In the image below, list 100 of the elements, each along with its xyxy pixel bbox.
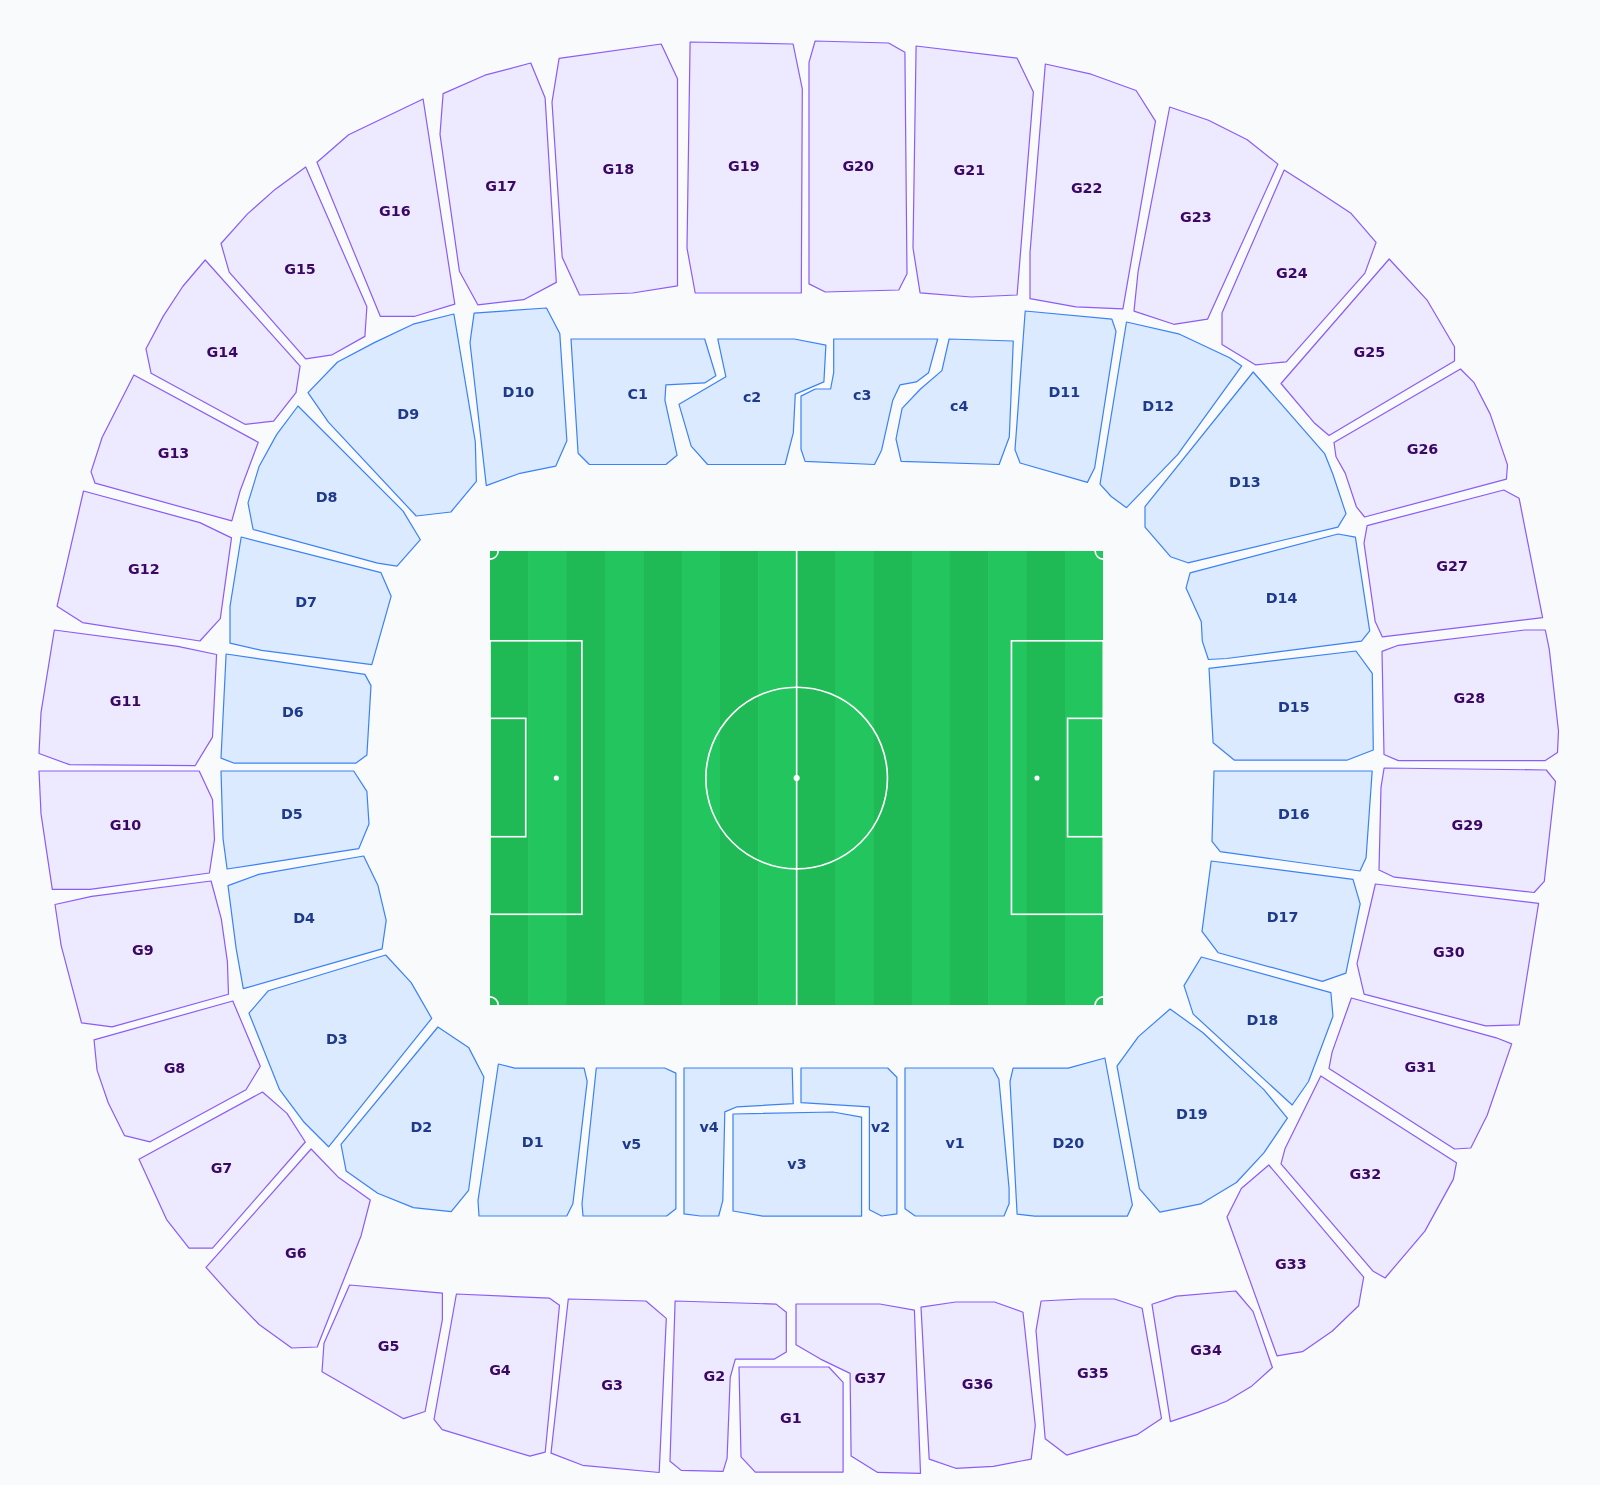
section-label: D6 [281, 705, 304, 720]
seating-section [315, 97, 458, 319]
section-label: G21 [953, 163, 986, 178]
section-label: G13 [157, 445, 190, 461]
seating-section [1376, 766, 1558, 895]
section-label: c4 [950, 398, 969, 414]
seating-section [807, 38, 910, 294]
section-label: G1 [779, 1411, 802, 1426]
section-label: v1 [945, 1135, 965, 1151]
section-label: G27 [1436, 559, 1468, 574]
seating-section [1013, 309, 1119, 485]
section-label: G10 [109, 818, 142, 833]
seating-section [219, 769, 372, 872]
seating-section [1027, 62, 1158, 312]
section-label: G14 [206, 344, 239, 360]
seating-section [437, 61, 559, 308]
section-label: c3 [853, 387, 872, 403]
seating-section [1207, 649, 1376, 763]
section-label: G29 [1451, 818, 1484, 833]
seating-section [903, 1066, 1012, 1219]
section-label: G24 [1276, 266, 1308, 281]
seating-section [911, 43, 1036, 299]
section-label: G9 [132, 942, 154, 958]
seating-section [1150, 1288, 1275, 1424]
section-label: G3 [601, 1377, 623, 1392]
section-label: G30 [1433, 944, 1465, 960]
seating-section [306, 312, 479, 519]
section-label: G33 [1275, 1257, 1307, 1272]
section-label: G35 [1077, 1365, 1109, 1380]
section-label: G22 [1070, 180, 1103, 195]
seating-section [1181, 955, 1335, 1108]
seating-section [53, 878, 231, 1029]
seating-section [1355, 881, 1541, 1028]
section-label: D12 [1142, 398, 1175, 414]
seating-section [136, 1089, 308, 1250]
seating-section [1183, 531, 1372, 662]
section-label: G5 [377, 1338, 400, 1353]
section-label: D3 [325, 1031, 348, 1046]
seating-section [550, 41, 680, 297]
section-label: G8 [163, 1061, 186, 1076]
section-label: c2 [742, 389, 762, 405]
seating-section [246, 404, 423, 569]
section-label: C1 [627, 386, 648, 402]
seating-section [1331, 367, 1510, 520]
seating-section [919, 1300, 1038, 1471]
section-label: D4 [293, 911, 315, 926]
seating-section [36, 769, 217, 892]
seating-section [1115, 1007, 1290, 1215]
section-label: D9 [397, 407, 420, 422]
section-label: v2 [870, 1119, 891, 1134]
section-label: G18 [602, 162, 635, 177]
section-label: D1 [521, 1134, 544, 1150]
section-label: G2 [703, 1368, 726, 1383]
section-label: D13 [1229, 474, 1261, 489]
section-label: D2 [410, 1119, 433, 1134]
seating-section [569, 336, 719, 467]
section-label: G36 [961, 1376, 994, 1391]
seating-section [730, 1110, 864, 1219]
section-label: D10 [502, 384, 535, 399]
seating-section [676, 336, 828, 467]
seating-section [1362, 487, 1545, 639]
seating-section [475, 1062, 589, 1219]
seating-section [1200, 859, 1363, 984]
seating-section [1142, 370, 1348, 566]
seating-section [549, 1297, 669, 1475]
section-label: G25 [1353, 344, 1386, 360]
section-label: D14 [1265, 590, 1298, 606]
section-label: G23 [1180, 210, 1212, 225]
seating-section [36, 627, 219, 768]
section-label: G26 [1406, 441, 1439, 457]
seating-section [893, 336, 1016, 467]
section-label: D20 [1052, 1135, 1085, 1150]
seating-section [247, 953, 434, 1149]
section-label: G15 [284, 262, 316, 277]
section-label: G16 [379, 204, 411, 219]
section-label: D8 [315, 489, 338, 505]
section-label: G20 [842, 159, 874, 174]
section-label: G31 [1404, 1060, 1437, 1075]
section-label: D11 [1048, 384, 1081, 399]
seating-section [431, 1291, 562, 1459]
seating-section [227, 534, 393, 667]
seating-section [204, 1147, 373, 1350]
section-label: G28 [1453, 690, 1486, 706]
seating-section [1033, 1297, 1164, 1458]
section-label: D5 [280, 807, 303, 822]
seating-section [1379, 627, 1561, 763]
section-label: G34 [1190, 1342, 1222, 1358]
seating-section [799, 336, 940, 467]
section-label: G4 [489, 1363, 511, 1378]
section-label: G37 [854, 1370, 887, 1385]
section-label: D17 [1266, 910, 1299, 925]
section-label: v3 [787, 1157, 807, 1172]
section-label: G12 [128, 562, 160, 577]
seating-section [55, 488, 234, 643]
seating-section [91, 999, 263, 1144]
section-label: D16 [1277, 807, 1310, 822]
seating-section [88, 372, 261, 523]
seating-section [579, 1066, 678, 1219]
seating-section [1008, 1056, 1135, 1219]
seating-section [1278, 257, 1457, 438]
